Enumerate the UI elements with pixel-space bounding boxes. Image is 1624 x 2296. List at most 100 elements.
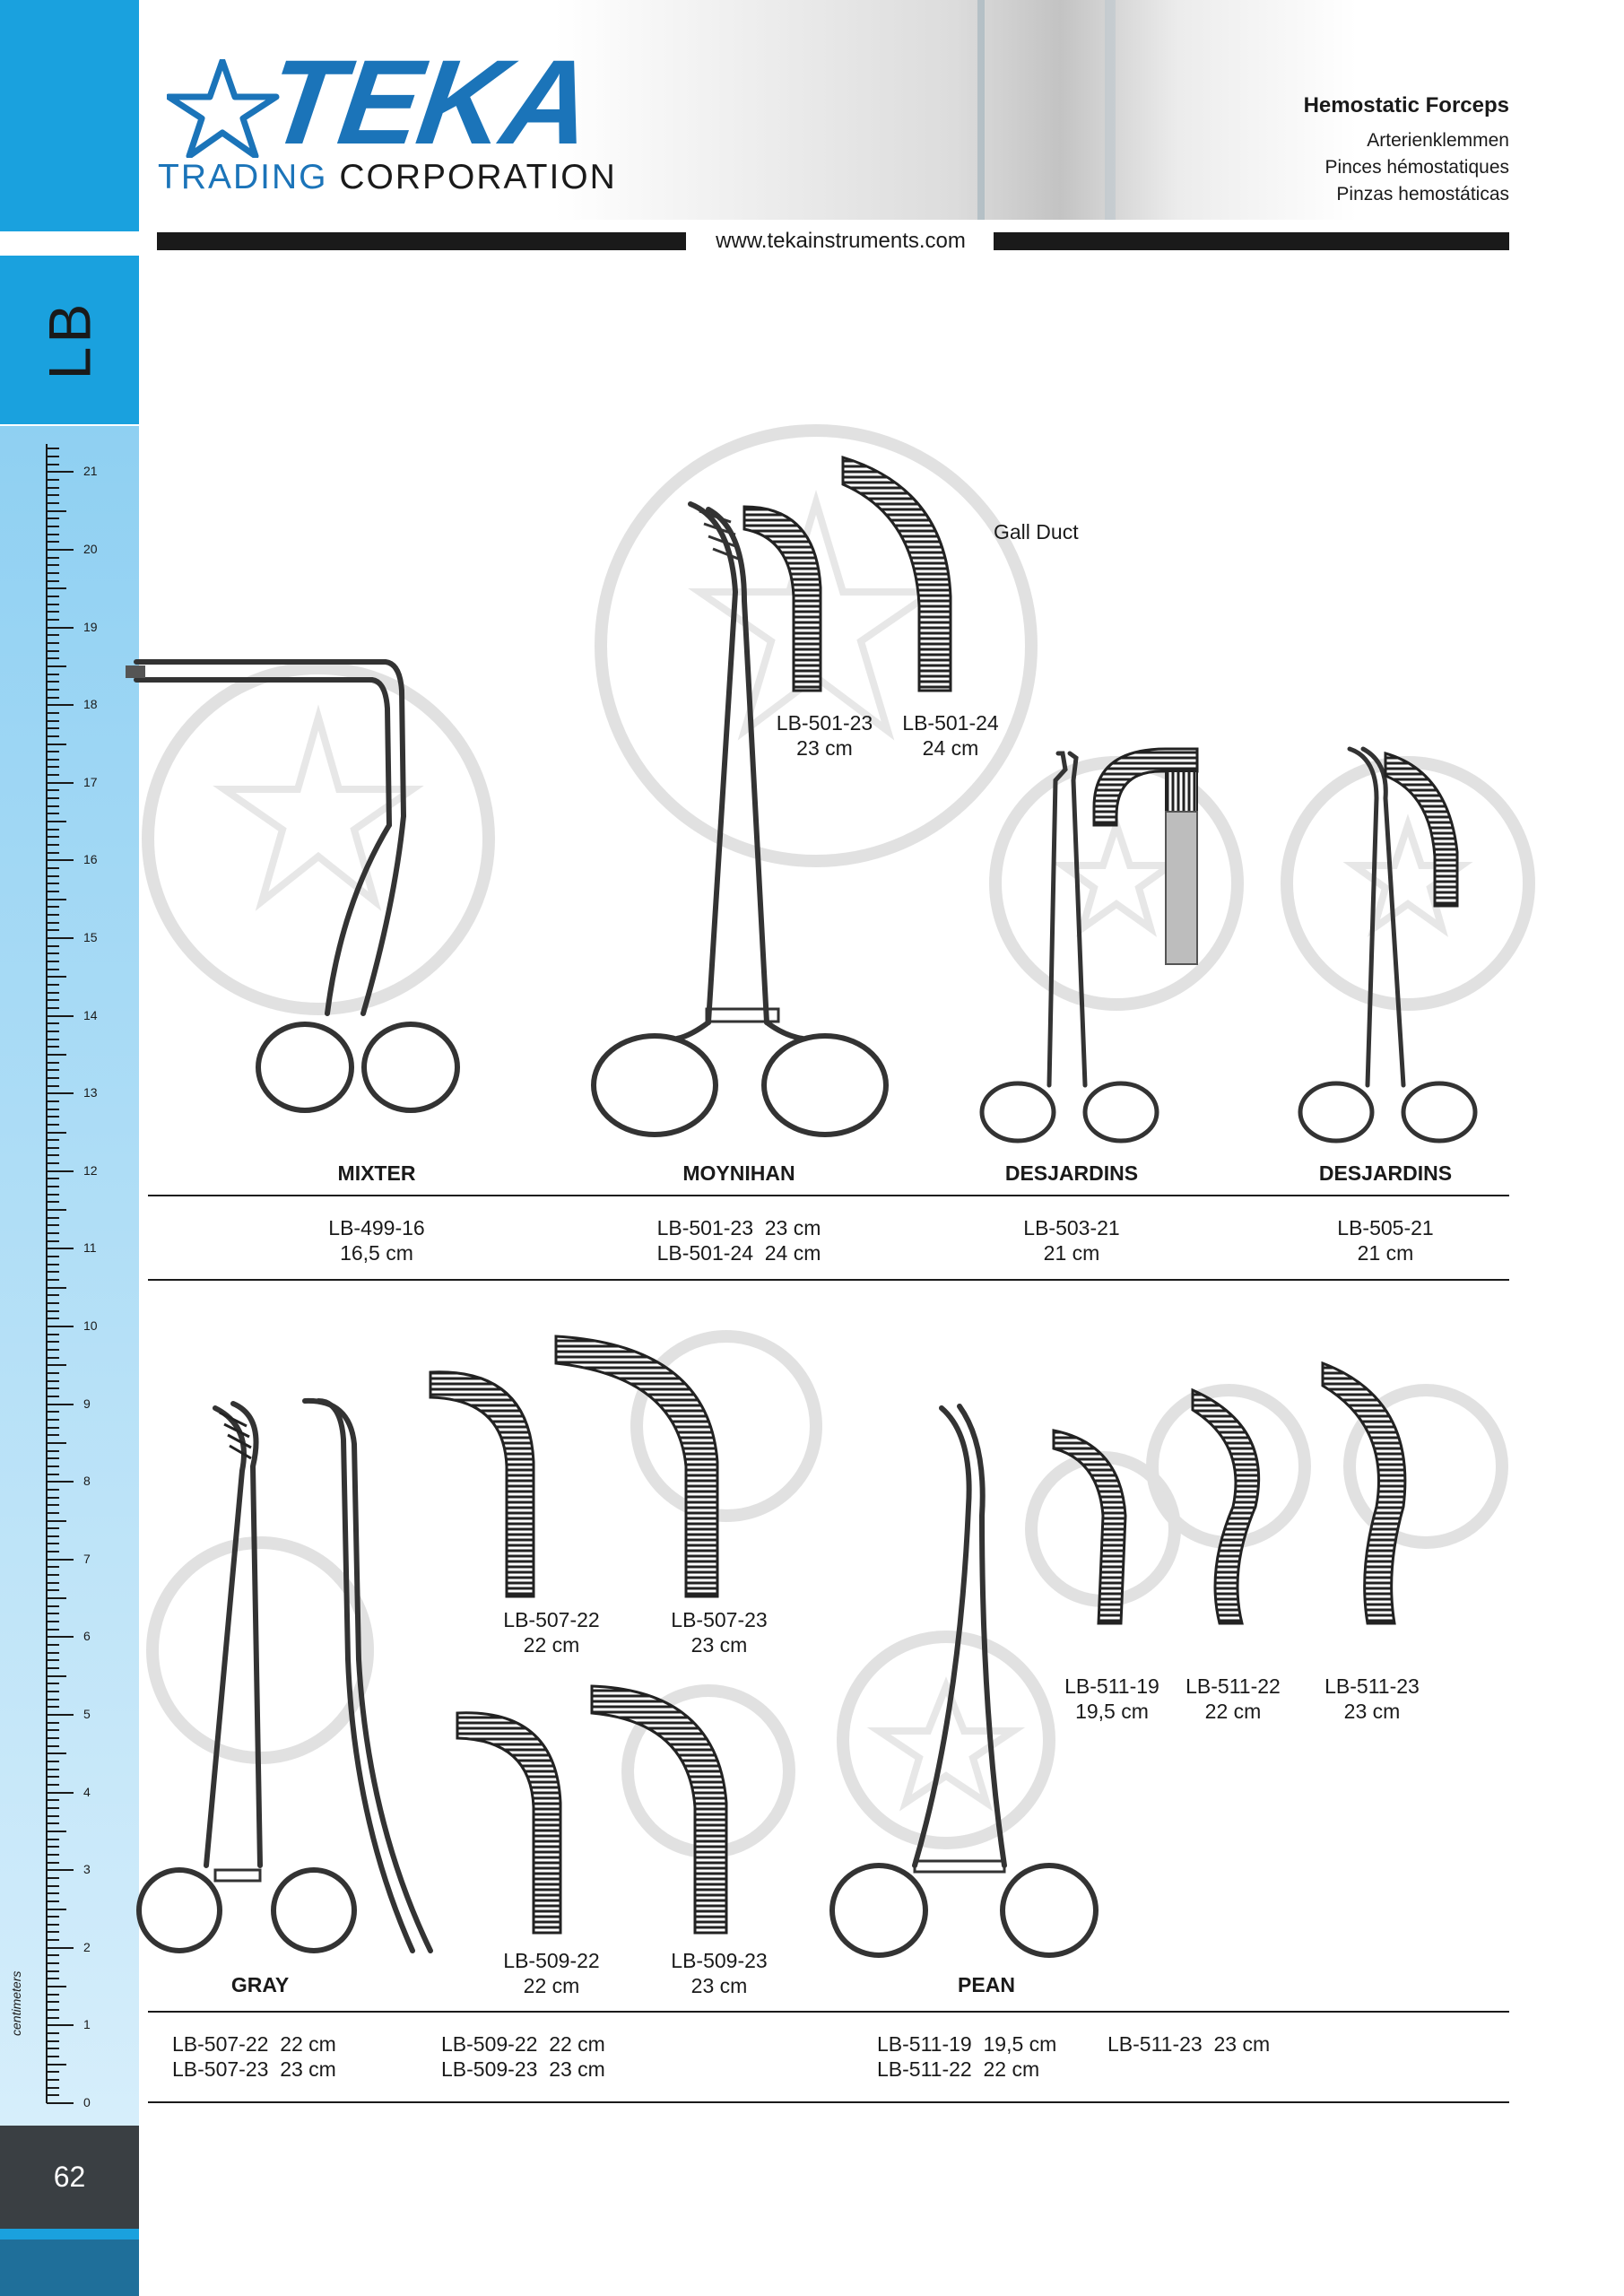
ruler-tick [47, 1543, 59, 1545]
ruler-number: 20 [83, 542, 98, 556]
ruler-tick [47, 851, 59, 854]
ruler-tick [47, 2079, 59, 2082]
ruler-tick [47, 1418, 59, 1421]
ruler-tick [47, 1131, 66, 1134]
ruler-tick [47, 1030, 59, 1032]
ruler-tick [47, 571, 59, 574]
ruler-tick [47, 1481, 74, 1483]
ruler-tick [47, 2009, 59, 2012]
ruler-tick [47, 1674, 66, 1677]
table-divider [148, 1195, 1509, 1196]
ruler-tick [47, 1403, 74, 1405]
star-logo-icon [167, 59, 280, 158]
pean-forceps-image [829, 1404, 1099, 1958]
ruler-tick [47, 1900, 59, 1902]
ruler-tick [47, 1201, 59, 1204]
ruler-tick [47, 719, 59, 722]
ruler-tick [47, 2094, 59, 2097]
ruler-tick [47, 1309, 59, 1312]
website-url[interactable]: www.tekainstruments.com [716, 229, 966, 253]
ruler-tick [47, 1318, 59, 1320]
ruler-tick [47, 1931, 59, 1934]
ruler-tick [47, 991, 59, 994]
ruler-tick [47, 1162, 59, 1165]
gall-duct-jaws-image [743, 455, 952, 692]
ruler-tick [47, 2032, 59, 2035]
ruler-tick [47, 673, 59, 675]
ruler-tick [47, 1628, 59, 1631]
ruler-tick [47, 681, 59, 683]
ruler-spine [46, 444, 48, 2103]
ruler-number: 14 [83, 1007, 98, 1022]
ruler-tick [47, 509, 66, 512]
ruler-tick [47, 743, 66, 745]
ruler-tick [47, 883, 59, 885]
ruler-tick [47, 1022, 59, 1025]
ruler-tick [47, 595, 59, 597]
table-divider [148, 2011, 1509, 2013]
callout-size: 22 cm [523, 1974, 580, 1997]
callout-size: 23 cm [1343, 1700, 1401, 1723]
ruler-tick [47, 1069, 59, 1072]
ruler-tick [47, 1364, 66, 1367]
ruler-number: 16 [83, 852, 98, 867]
callout-size: 23 cm [690, 1633, 748, 1657]
mixter-forceps-image [126, 659, 460, 1113]
product-code: LB-503-21 [1023, 1216, 1120, 1239]
ruler-number: 2 [83, 1939, 91, 1954]
ruler-tick [47, 1768, 59, 1770]
ruler-tick [47, 1209, 66, 1212]
ruler-tick [47, 789, 59, 792]
product-name: MOYNIHAN [682, 1161, 795, 1185]
ruler-tick [47, 1799, 59, 1802]
ruler-tick [47, 976, 66, 978]
ruler-tick [47, 1248, 74, 1250]
ruler-tick [47, 929, 59, 932]
ruler-number: 13 [83, 1085, 98, 1100]
ruler-tick [47, 494, 59, 497]
ruler-tick [47, 1923, 59, 1926]
ruler-tick [47, 448, 59, 450]
ruler-number: 9 [83, 1396, 91, 1411]
ruler-tick [47, 1714, 74, 1716]
ruler-tick [47, 1488, 59, 1491]
ruler-tick [47, 1527, 59, 1530]
ruler-tick [47, 1644, 59, 1647]
product-code: LB-509-22 22 cm [441, 2032, 605, 2056]
ruler-number: 21 [83, 464, 98, 479]
table-divider [148, 1279, 1509, 1281]
ruler-tick [47, 898, 66, 900]
ruler-tick [47, 1411, 59, 1413]
callout-code: LB-507-23 [671, 1608, 768, 1631]
subtitle-spanish: Pinzas hemostáticas [1336, 184, 1509, 204]
product-name: GRAY [230, 1973, 290, 1996]
ruler-tick [47, 758, 59, 761]
section-tab-label: LB [36, 300, 103, 380]
ruler-tick [47, 1667, 59, 1670]
page-title: Hemostatic Forceps [1303, 93, 1509, 117]
callout-code: LB-501-24 [902, 711, 999, 735]
ruler-tick [47, 1154, 59, 1157]
ruler-tick [47, 1659, 59, 1662]
ruler-tick [47, 1014, 74, 1017]
pean-jaw-detail-image [1052, 1361, 1407, 1625]
ruler-tick [47, 874, 59, 877]
ruler-tick [47, 1613, 59, 1615]
ruler [0, 426, 139, 2126]
ruler-tick [47, 1356, 59, 1359]
ruler-tick [47, 1511, 59, 1514]
ruler-tick [47, 1621, 59, 1623]
ruler-tick [47, 2063, 66, 2066]
desjardins-forceps-image [1298, 746, 1478, 1144]
ruler-tick [47, 1651, 59, 1654]
ruler-tick [47, 1193, 59, 1196]
callout-code: LB-509-22 [503, 1949, 600, 1972]
ruler-tick [47, 1814, 59, 1817]
ruler-tick [47, 1496, 59, 1499]
subtitle-german: Arterienklemmen [1367, 130, 1509, 151]
callout-size: 22 cm [1204, 1700, 1262, 1723]
product-name: DESJARDINS [1318, 1161, 1453, 1185]
ruler-tick [47, 1876, 59, 1879]
ruler-tick [47, 2001, 59, 2004]
product-code: LB-511-19 19,5 cm [877, 2032, 1057, 2056]
